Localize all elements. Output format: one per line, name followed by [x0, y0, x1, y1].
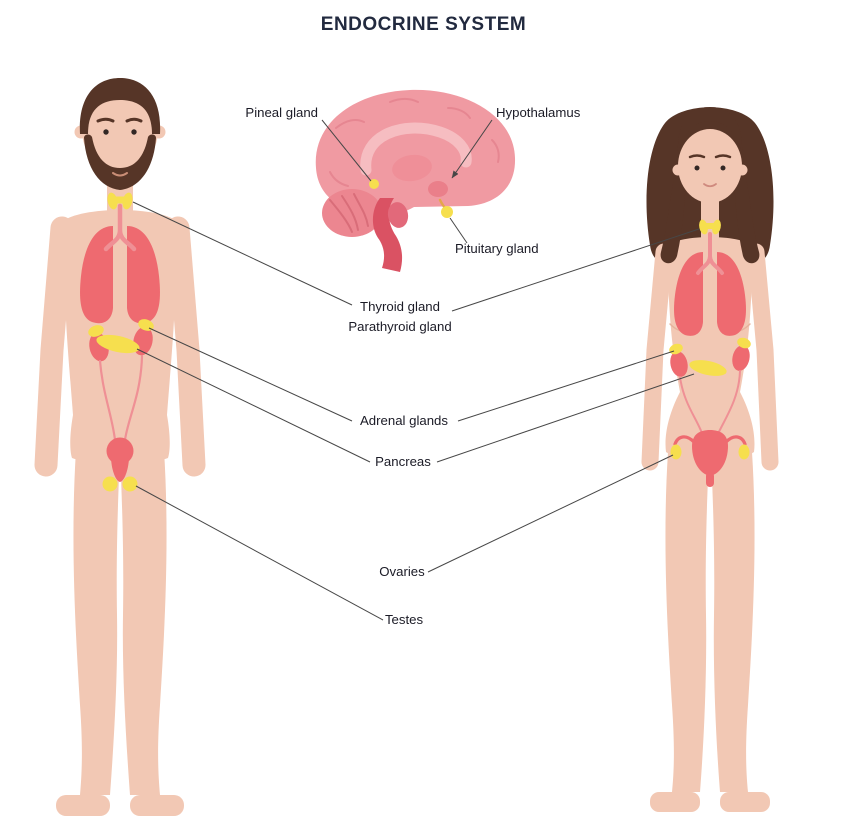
male-hair [79, 78, 161, 134]
brain-corpus-callosum [360, 122, 472, 176]
female-right-eye [720, 165, 726, 171]
female-right-hair-strand [734, 158, 760, 264]
label-pineal-gland: Pineal gland [245, 105, 318, 120]
female-left-lung [674, 252, 703, 336]
male-right-foot [130, 795, 184, 816]
male-bladder [106, 437, 134, 465]
leader-line-hypothalamus [451, 119, 493, 179]
male-right-leg [121, 450, 167, 795]
male-trachea-bronchi [103, 203, 137, 252]
brain-brainstem [372, 198, 403, 272]
cerebellum-stripes [329, 193, 369, 233]
female-pancreas [689, 360, 727, 376]
female-left-eye [694, 165, 700, 171]
male-thyroid-gland [107, 192, 133, 210]
female-right-leg [712, 452, 755, 792]
male-right-eye [131, 129, 137, 135]
male-figure [34, 78, 206, 816]
male-left-foot [56, 795, 110, 816]
female-right-arm [747, 243, 779, 471]
male-right-arm [166, 216, 206, 477]
leader-line-adrenal-female [457, 350, 675, 422]
female-figure [641, 107, 779, 812]
label-pituitary-gland: Pituitary gland [455, 241, 539, 256]
male-left-leg [73, 450, 119, 795]
female-right-foot [720, 792, 770, 812]
labels: Pineal gland Hypothalamus Pituitary glan… [245, 105, 580, 627]
pineal-gland-marker [369, 179, 379, 189]
female-left-eyebrow [688, 154, 706, 159]
female-left-foot [650, 792, 700, 812]
leader-line-pancreas-male [136, 348, 371, 463]
female-thyroid-gland [699, 219, 721, 235]
male-left-testis [102, 476, 118, 492]
label-hypothalamus: Hypothalamus [496, 105, 581, 120]
label-testes: Testes [385, 612, 424, 627]
leader-line-testes [135, 485, 384, 621]
male-left-arm [34, 216, 74, 477]
leader-line-pituitary [449, 217, 468, 244]
female-trachea-bronchi [696, 232, 724, 275]
female-left-arm [641, 243, 673, 471]
female-cervix [706, 472, 714, 487]
female-left-leg [665, 452, 708, 792]
label-ovaries: Ovaries [379, 564, 425, 579]
pituitary-gland-marker [441, 206, 453, 218]
brain-hypothalamus-region [428, 181, 448, 197]
leader-line-thyroid-male [132, 201, 353, 306]
leader-line-adrenal-male [148, 327, 353, 422]
leader-line-ovaries [427, 454, 674, 573]
female-right-ovary [738, 444, 750, 460]
gyri-fold-line [389, 98, 419, 103]
male-pancreas [96, 334, 140, 354]
leader-line-pineal [321, 119, 372, 182]
label-pancreas: Pancreas [375, 454, 431, 469]
diagram-title: ENDOCRINE SYSTEM [320, 14, 527, 35]
female-right-lung [717, 252, 746, 336]
female-face [678, 129, 742, 203]
gyri-fold-line [335, 119, 365, 129]
female-right-kidney [732, 345, 750, 371]
male-left-eye [103, 129, 109, 135]
male-left-eyebrow [96, 117, 115, 123]
gyri-fold-line [329, 171, 349, 187]
female-uterus [692, 430, 728, 476]
male-face [82, 88, 158, 172]
brain-cerebrum [315, 89, 516, 215]
leader-line-pancreas-female [436, 373, 695, 463]
label-thyroid-gland: Thyroid gland [360, 299, 440, 314]
female-left-hair-strand [660, 158, 686, 264]
female-left-fallopian-tube [673, 435, 696, 446]
male-ureters [98, 354, 144, 442]
brain-illustration [315, 89, 516, 272]
brain-thalamus [392, 154, 432, 182]
male-mouth [112, 172, 128, 177]
female-hair-fringe [677, 107, 743, 152]
leader-lines [132, 119, 700, 621]
female-right-eyebrow [714, 154, 732, 159]
female-mouth [703, 183, 717, 188]
female-right-fallopian-tube [724, 435, 747, 446]
female-left-kidney [670, 351, 688, 377]
male-right-eyebrow [125, 117, 143, 123]
female-right-adrenal-gland [737, 337, 751, 349]
label-adrenal-glands: Adrenal glands [360, 413, 448, 428]
gyri-fold-line [447, 107, 471, 119]
male-beard [84, 134, 156, 190]
brain-pons [387, 202, 409, 228]
male-genital [111, 459, 129, 482]
male-left-adrenal-gland [88, 325, 104, 337]
male-right-testis [122, 476, 138, 492]
leader-line-thyroid-female [451, 228, 700, 312]
gyri-fold-line [491, 139, 500, 163]
female-left-ovary [670, 444, 682, 460]
label-parathyroid-gland: Parathyroid gland [348, 319, 451, 334]
